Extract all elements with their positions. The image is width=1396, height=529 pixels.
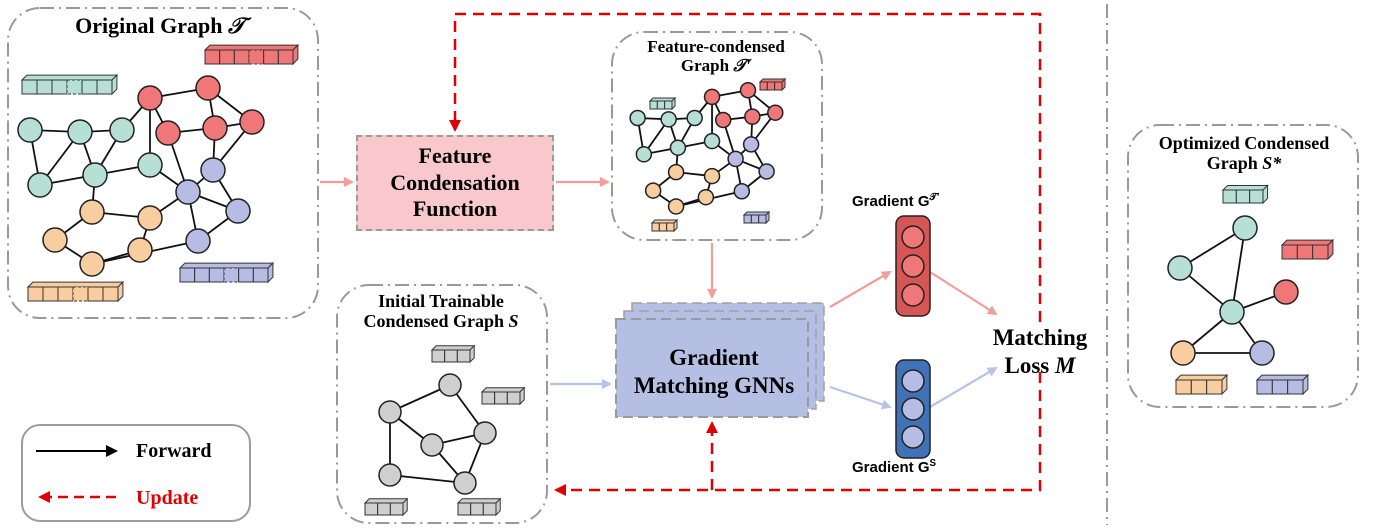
graph-node — [82, 162, 108, 188]
graph-node — [239, 109, 265, 135]
update-arrow-to-initial — [554, 372, 1042, 496]
graph-node — [733, 183, 751, 200]
graph-node — [660, 111, 677, 128]
optimized-condensed-graph — [1167, 215, 1299, 366]
graph-node — [378, 400, 402, 424]
graph-node — [27, 172, 53, 198]
graph-node — [703, 132, 721, 150]
gradient-vector-top — [895, 215, 931, 317]
feature-vector-icon — [758, 77, 787, 92]
feature-vector-icon — [203, 43, 300, 66]
graph-node — [635, 146, 653, 163]
graph-node — [742, 136, 760, 153]
feature-vector-icon — [178, 261, 275, 284]
legend-forward-label: Forward — [136, 440, 212, 462]
gnn-layer-front — [615, 318, 809, 418]
gradient-bottom-label: Gradient GS — [852, 458, 937, 476]
graph-node — [1232, 215, 1258, 241]
feature-condensed-graph-box — [611, 31, 823, 241]
graph-node — [127, 237, 153, 263]
graph-node — [420, 433, 444, 457]
graph-node — [155, 120, 181, 146]
original-graph-title: Original Graph 𝒯 — [75, 13, 245, 38]
feature-vector-icon — [20, 73, 119, 96]
graph-node — [200, 157, 226, 183]
feature-vector-icon — [648, 96, 677, 111]
feature-vector-icon — [650, 218, 679, 233]
graph-node — [1219, 299, 1245, 325]
graph-node — [137, 205, 163, 231]
graph-node — [109, 117, 135, 143]
graph-node — [767, 104, 784, 121]
feature-vector-icon — [1280, 238, 1335, 261]
graph-node — [667, 163, 685, 181]
feature-vector-icon — [456, 497, 502, 517]
graph-node — [758, 163, 775, 180]
gradient-top-label: Gradient G𝒯′ — [852, 192, 940, 210]
graph-node — [225, 198, 251, 224]
graph-node — [703, 167, 721, 185]
graph-node — [195, 75, 221, 101]
graph-node — [1249, 340, 1275, 366]
graph-node — [1167, 255, 1193, 281]
graph-node — [744, 108, 761, 125]
graph-node — [79, 199, 105, 225]
feature-vector-icon — [26, 280, 125, 303]
original-graph-box — [7, 7, 319, 319]
arrow-gnn-to-gradient-top — [829, 270, 892, 308]
arrow-gradient-top-to-loss — [929, 271, 998, 316]
initial-trainable-graph — [378, 373, 497, 495]
graph-node — [17, 117, 43, 143]
feature-vector-icon — [480, 386, 526, 406]
graph-node — [473, 421, 497, 445]
graph-node — [703, 88, 721, 106]
optimized-graph-box — [1127, 124, 1359, 408]
gradient-vector-bottom — [895, 359, 931, 459]
graph-node — [697, 188, 715, 206]
arrow-gradient-bottom-to-loss — [929, 366, 998, 408]
graph-node — [137, 152, 163, 178]
feature-vector-icon — [1221, 184, 1269, 205]
feature-vector-icon — [1174, 373, 1229, 396]
graph-node — [137, 85, 163, 111]
graph-node — [727, 150, 744, 168]
graph-node — [185, 228, 211, 254]
graph-node — [714, 111, 732, 129]
feature-vector-icon — [430, 344, 476, 364]
graph-node — [175, 179, 201, 205]
feature-vector-icon — [363, 497, 409, 517]
graph-node — [667, 198, 685, 215]
feature-vector-icon — [1255, 373, 1310, 396]
graph-node — [1170, 340, 1196, 366]
graph-node — [438, 373, 462, 397]
update-arrow-to-function — [449, 12, 1042, 322]
initial-graph-box — [336, 284, 548, 524]
graph-node — [42, 227, 68, 253]
graph-node — [739, 82, 757, 99]
graph-node — [686, 109, 703, 127]
original-graph — [17, 75, 265, 277]
graph-node — [644, 182, 662, 199]
feature-vector-icon — [742, 210, 771, 225]
graph-node — [202, 115, 228, 141]
arrow-gnn-to-gradient-bottom — [829, 385, 892, 410]
graph-node — [378, 463, 402, 487]
graph-node — [79, 251, 105, 277]
graph-node — [669, 139, 687, 156]
feature-condensed-graph — [629, 82, 784, 215]
graph-node — [67, 119, 93, 145]
graph-node — [1273, 279, 1299, 305]
graph-node — [453, 471, 477, 495]
legend-update-label: Update — [136, 487, 199, 509]
legend-box — [21, 424, 251, 522]
graph-node — [629, 109, 646, 127]
